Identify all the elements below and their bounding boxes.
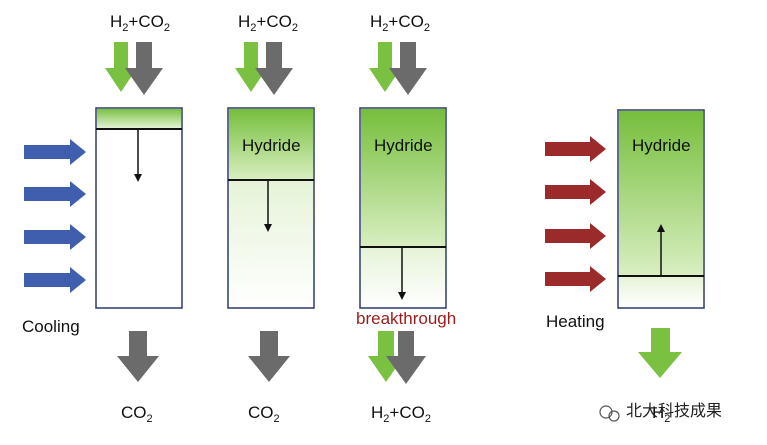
hydride-label: Hydride <box>632 136 691 155</box>
heating-arrows <box>545 136 606 292</box>
green-down-arrow-icon <box>369 42 401 92</box>
gray-down-arrow-icon <box>389 42 427 95</box>
red-right-arrow-icon <box>545 136 606 162</box>
column-4 <box>617 109 705 378</box>
column-1 <box>95 42 183 382</box>
gray-down-arrow-icon <box>248 331 290 382</box>
blue-right-arrow-icon <box>24 224 86 250</box>
cooling-label: Cooling <box>22 317 80 336</box>
gray-down-arrow-icon <box>117 331 159 382</box>
output-label: CO2 <box>248 403 280 425</box>
hydride-layer <box>229 109 313 180</box>
output-label: CO2 <box>121 403 153 425</box>
transition-zone <box>619 277 703 307</box>
transition-zone <box>361 248 445 307</box>
cooling-arrows <box>24 139 86 293</box>
transition-zone <box>229 181 313 307</box>
green-down-arrow-icon <box>368 331 404 382</box>
red-right-arrow-icon <box>545 266 606 292</box>
green-down-arrow-icon <box>235 42 267 92</box>
watermark-text: 北大科技成果 <box>626 403 723 420</box>
blue-right-arrow-icon <box>24 267 86 293</box>
green-down-arrow-icon <box>638 328 682 378</box>
column-2 <box>227 42 315 382</box>
breakthrough-label: breakthrough <box>356 309 457 328</box>
gray-down-arrow-icon <box>386 331 426 384</box>
green-down-arrow-icon <box>105 42 137 92</box>
hydride-label: Hydride <box>242 136 301 155</box>
hydride-label: Hydride <box>374 136 433 155</box>
hydride-layer <box>97 109 181 129</box>
input-label: H2+CO2 <box>370 12 430 34</box>
hydride-layer <box>361 109 445 247</box>
arrowhead-icon <box>398 292 406 300</box>
blue-right-arrow-icon <box>24 139 86 165</box>
output-label: H2+CO2 <box>371 403 431 425</box>
blue-right-arrow-icon <box>24 181 86 207</box>
arrowhead-icon <box>134 174 142 182</box>
gray-down-arrow-icon <box>125 42 163 95</box>
input-label: H2+CO2 <box>238 12 298 34</box>
reactor-box <box>95 107 183 309</box>
wechat-logo-icon <box>599 405 620 422</box>
output-label: H2 <box>652 403 671 425</box>
red-right-arrow-icon <box>545 179 606 205</box>
arrowhead-icon <box>264 224 272 232</box>
column-3 <box>359 42 447 384</box>
input-label: H2+CO2 <box>110 12 170 34</box>
arrowhead-icon <box>657 224 665 232</box>
heating-label: Heating <box>546 312 605 331</box>
red-right-arrow-icon <box>545 223 606 249</box>
gray-down-arrow-icon <box>255 42 293 95</box>
